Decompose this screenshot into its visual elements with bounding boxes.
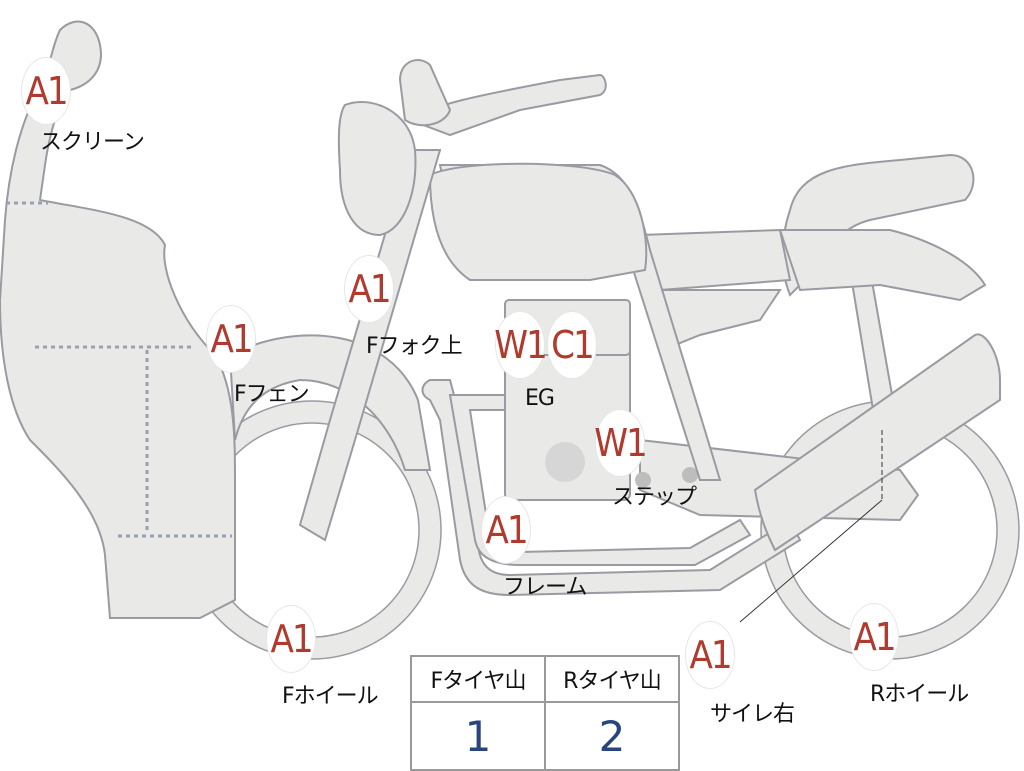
table-row: 1 2	[410, 701, 680, 771]
header-f-tread: Fタイヤ山	[410, 655, 546, 703]
label-f-wheel: Fホイール	[282, 684, 379, 709]
tread-depth-table: Fタイヤ山 Rタイヤ山 1 2	[410, 655, 680, 771]
badge-step[interactable]: W1	[594, 410, 648, 476]
badge-screen[interactable]: A1	[22, 58, 70, 124]
header-r-tread: Rタイヤ山	[544, 655, 680, 703]
label-f-fork: Fフォク上	[366, 334, 463, 359]
badge-muffler[interactable]: A1	[686, 622, 734, 688]
badge-frame[interactable]: A1	[482, 497, 530, 563]
front-fender-part	[228, 334, 432, 471]
badge-f-wheel[interactable]: A1	[267, 606, 315, 672]
front-fork-part	[298, 149, 442, 542]
muffler-part	[753, 333, 1001, 552]
table-header-row: Fタイヤ山 Rタイヤ山	[410, 655, 680, 703]
badge-eg-w[interactable]: W1	[494, 312, 548, 378]
label-screen: スクリーン	[40, 130, 145, 155]
label-eg: EG	[525, 386, 555, 411]
badge-r-wheel[interactable]: A1	[850, 604, 898, 670]
label-muffler: サイレ右	[710, 702, 795, 727]
label-f-fender: Fフェン	[234, 382, 310, 407]
label-step: ステップ	[612, 485, 697, 510]
label-frame: フレーム	[503, 575, 587, 600]
badge-eg-c[interactable]: C1	[548, 312, 596, 378]
headlight-part	[337, 101, 417, 237]
label-r-wheel: Rホイール	[870, 682, 969, 707]
badge-f-fork[interactable]: A1	[345, 256, 393, 322]
frame-part	[421, 379, 802, 597]
badge-f-fender[interactable]: A1	[207, 306, 255, 372]
fuel-tank-part	[428, 162, 648, 281]
value-f-tread[interactable]: 1	[410, 701, 546, 771]
value-r-tread[interactable]: 2	[544, 701, 680, 771]
